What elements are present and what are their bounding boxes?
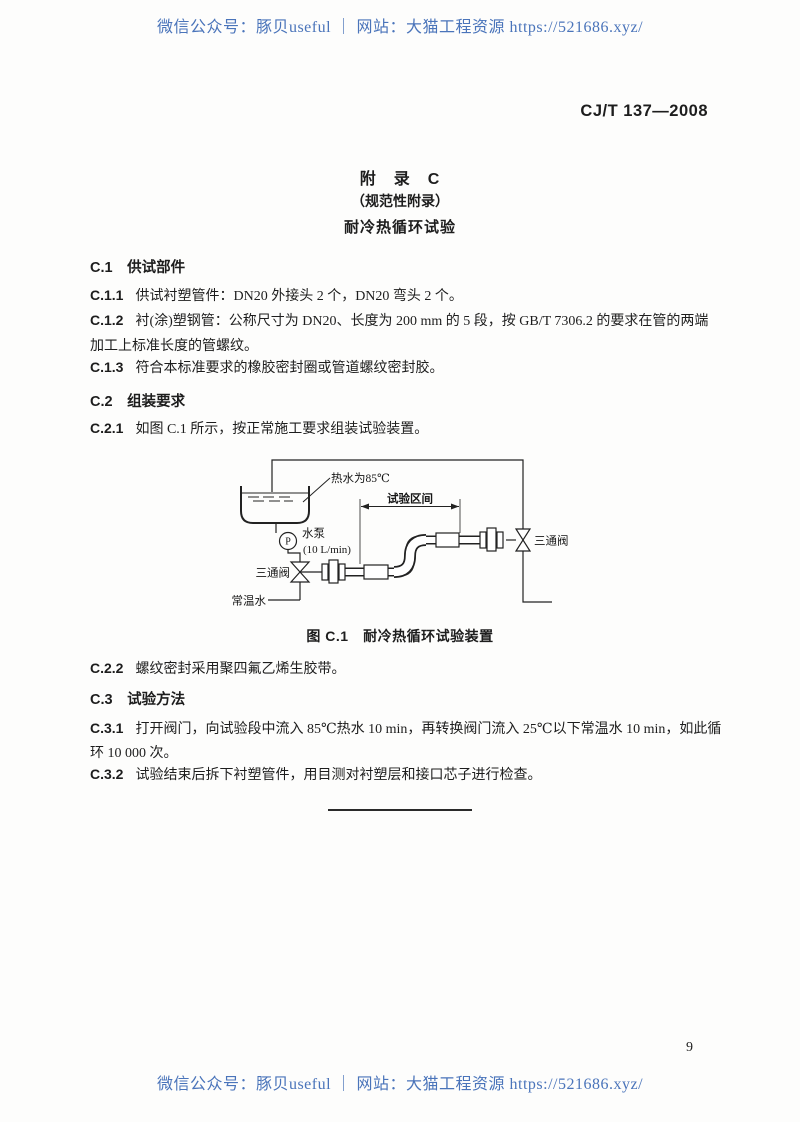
- clause-number: C.3.1: [90, 720, 124, 736]
- three-way-valve-right-symbol: [514, 528, 532, 552]
- doc-number: CJ/T 137—2008: [580, 102, 708, 120]
- union-left-flange: [321, 563, 329, 581]
- hot-water-label: 热水为85℃: [331, 472, 390, 485]
- clause-number: C.2.2: [90, 660, 124, 676]
- clause-number: C.2.1: [90, 420, 124, 436]
- watermark-bottom: 微信公众号：豚贝useful ｜ 网站：大猫工程资源 https://52168…: [156, 1076, 644, 1093]
- three-way-valve-left-symbol: [289, 561, 311, 583]
- valve-right-label: 三通阀: [534, 534, 569, 548]
- clause-c1-2: C.1.2 衬(涂)塑钢管：公称尺寸为 DN20、长度为 200 mm 的 5 段…: [90, 310, 708, 330]
- figure-caption: 图 C.1 耐冷热循环试验装置: [306, 628, 494, 644]
- union-right-flange2: [496, 531, 504, 549]
- appendix-title: 附 录 C: [359, 171, 441, 188]
- clause-number: C.1.2: [90, 312, 124, 328]
- union-left-flange2: [338, 563, 346, 581]
- pump-symbol: [278, 531, 298, 551]
- clause-number: C.3.2: [90, 766, 124, 782]
- clause-text: 衬(涂)塑钢管：公称尺寸为 DN20、长度为 200 mm 的 5 段，按 GB…: [135, 314, 709, 329]
- clause-c2-1: C.2.1 如图 C.1 所示，按正常施工要求组装试验装置。: [90, 418, 428, 438]
- water-hatching: [248, 496, 293, 502]
- appendix-type: （规范性附录）: [351, 193, 449, 209]
- pump-flow-label: (10 L/min): [303, 544, 351, 556]
- appendix-name: 耐冷热循环试验: [343, 219, 456, 236]
- union-left-nut: [328, 559, 339, 584]
- heading-c3: C.3 试验方法: [90, 692, 186, 708]
- dimension-extension-lines: [359, 499, 461, 564]
- clause-c3-2: C.3.2 试验结束后拆下衬塑管件，用目测对衬塑层和接口芯子进行检查。: [90, 764, 541, 784]
- clause-text: 如图 C.1 所示，按正常施工要求组装试验装置。: [135, 422, 429, 437]
- clause-text: 螺纹密封采用聚四氟乙烯生胶带。: [135, 662, 346, 677]
- water-tank: [240, 486, 310, 524]
- clause-c3-1-cont: 环 10 000 次。: [90, 746, 178, 761]
- section-divider: [328, 809, 472, 811]
- valve-left-label: 三通阀: [256, 566, 291, 580]
- drain-pipe: [522, 551, 552, 603]
- page-number: 9: [686, 1040, 693, 1055]
- watermark-top: 微信公众号：豚贝useful ｜ 网站：大猫工程资源 https://52168…: [156, 19, 644, 36]
- clause-number: C.1.1: [90, 287, 124, 303]
- clause-text: 试验结束后拆下衬塑管件，用目测对衬塑层和接口芯子进行检查。: [135, 768, 542, 783]
- union-right-flange: [479, 531, 487, 549]
- pipe-fittings: [321, 527, 504, 584]
- heading-c1: C.1 供试部件: [90, 260, 186, 276]
- elbow-lower-bore: [393, 555, 415, 577]
- clause-text: 供试衬塑管件：DN20 外接头 2 个，DN20 弯头 2 个。: [135, 289, 463, 304]
- socket-upper: [435, 532, 460, 548]
- union-right-nut: [486, 527, 497, 552]
- return-pipe: [271, 459, 524, 529]
- pump-letter: P: [285, 537, 291, 548]
- test-span-label: 试验区间: [387, 492, 433, 506]
- heading-c2: C.2 组装要求: [90, 394, 186, 410]
- clause-c3-1: C.3.1 打开阀门，向试验段中流入 85℃热水 10 min，再转换阀门流入 2…: [90, 718, 721, 738]
- cold-water-label: 常温水: [232, 594, 267, 608]
- leader-line: [302, 477, 331, 503]
- clause-c2-2: C.2.2 螺纹密封采用聚四氟乙烯生胶带。: [90, 658, 345, 678]
- clause-text: 打开阀门，向试验段中流入 85℃热水 10 min，再转换阀门流入 25℃以下常…: [135, 722, 722, 737]
- clause-number: C.1.3: [90, 359, 124, 375]
- elbow-upper-bore: [405, 535, 427, 557]
- cold-water-inlet-pipe: [268, 582, 301, 601]
- clause-text: 符合本标准要求的橡胶密封圈或管道螺纹密封胶。: [135, 361, 444, 376]
- dimension-arrow-right: [451, 503, 459, 510]
- socket-lower: [363, 564, 389, 580]
- figure-c1-diagram: P 热水为85℃ 试验区间 水泵 (10 L/min) 三通阀 常温水 三通阀: [232, 459, 569, 608]
- clause-c1-2-cont: 加工上标准长度的管螺纹。: [90, 339, 258, 354]
- dimension-arrow-left: [361, 503, 369, 510]
- pump-label: 水泵: [302, 527, 325, 540]
- pump-outlet-pipe: [287, 549, 301, 562]
- pipework-lines: [240, 459, 552, 603]
- clause-c1-3: C.1.3 符合本标准要求的橡胶密封圈或管道螺纹密封胶。: [90, 357, 443, 377]
- clause-c1-1: C.1.1 供试衬塑管件：DN20 外接头 2 个，DN20 弯头 2 个。: [90, 285, 463, 305]
